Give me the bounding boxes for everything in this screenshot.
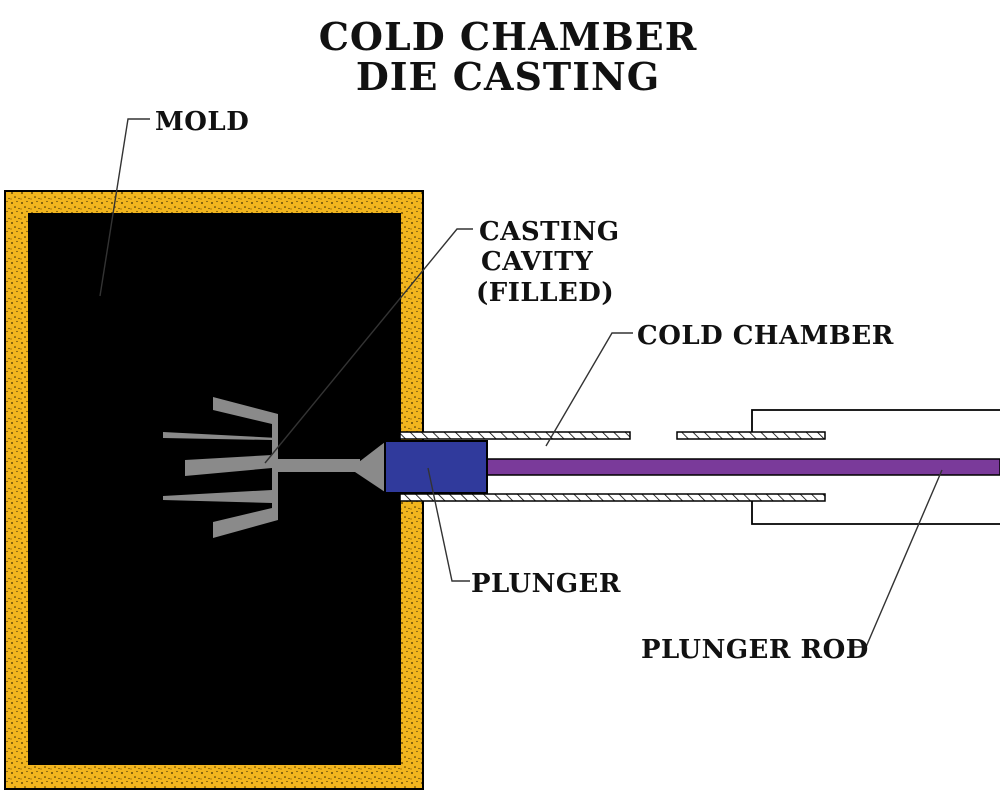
mold-leader <box>99 118 150 297</box>
diagram-title-line1: COLD CHAMBER <box>319 14 698 59</box>
plunger-rod <box>486 458 1000 476</box>
chamber-housing-outline <box>751 409 1000 525</box>
cold-chamber-label: COLD CHAMBER <box>637 321 894 351</box>
plunger-leader <box>427 467 470 582</box>
casting-rib-bottom <box>213 490 278 538</box>
chamber-pour-gap <box>631 431 676 440</box>
diagram-title-line2: DIE CASTING <box>356 54 660 99</box>
cold-chamber <box>399 409 1000 525</box>
plunger-rod-label: PLUNGER ROD <box>641 635 869 665</box>
casting-rib-lower <box>163 490 272 503</box>
chamber-wall-bottom <box>399 493 826 502</box>
cold-chamber-leader <box>545 332 633 447</box>
casting-cavity-label-line3: (FILLED) <box>476 278 614 308</box>
casting-spine <box>272 414 278 520</box>
casting-sprue <box>278 459 360 472</box>
mold <box>4 190 424 790</box>
mold-body <box>28 213 401 765</box>
casting-rib-upper <box>185 455 272 476</box>
casting-cavity-label-line1: CASTING <box>479 217 620 247</box>
casting-cavity-leader <box>264 228 473 464</box>
leader-lines <box>99 118 943 648</box>
plunger-label: PLUNGER <box>471 569 621 599</box>
mold-label: MOLD <box>155 107 249 137</box>
casting-cavity-shape <box>163 397 385 538</box>
plunger <box>384 440 488 494</box>
chamber-wall-top-left <box>399 431 631 440</box>
casting-cavity-label-line2: CAVITY <box>481 247 593 277</box>
chamber-wall-top-right <box>676 431 826 440</box>
casting-rib-top <box>163 397 278 440</box>
casting-gate <box>355 442 385 492</box>
plunger-rod-leader <box>852 469 943 648</box>
